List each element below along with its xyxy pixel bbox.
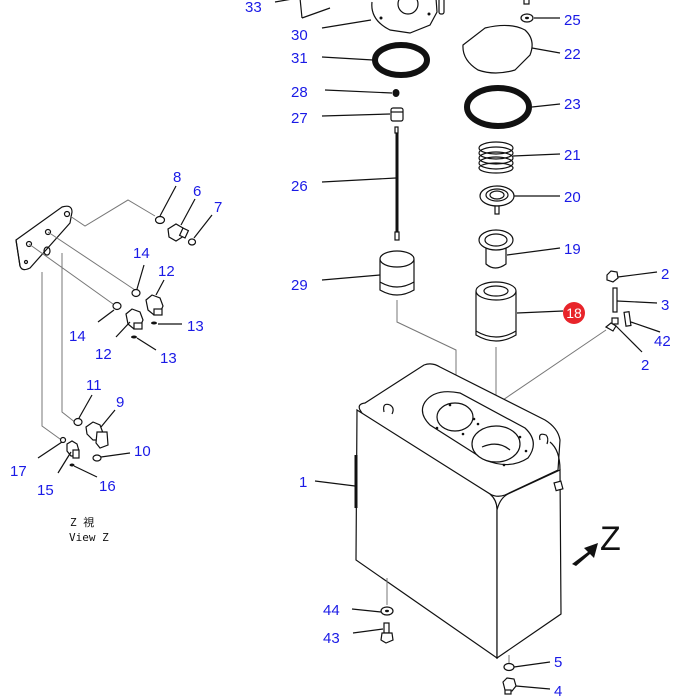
callout-27[interactable]: 27: [291, 110, 308, 127]
callout-30[interactable]: 30: [291, 27, 308, 44]
callout-18[interactable]: 18: [566, 305, 582, 321]
part-10-o-ring[interactable]: [92, 454, 102, 462]
part-43-bolt[interactable]: [380, 622, 394, 644]
part-13-plug-lower[interactable]: [131, 335, 137, 339]
part-14-o-ring-upper[interactable]: [131, 288, 141, 298]
callout-29[interactable]: 29: [291, 277, 308, 294]
callout-17[interactable]: 17: [10, 463, 27, 480]
callout-22[interactable]: 22: [564, 46, 581, 63]
part-8-o-ring[interactable]: [154, 215, 166, 225]
part-23-gasket[interactable]: [464, 85, 532, 129]
part-18-filter-element[interactable]: [475, 281, 517, 342]
part-3-hose[interactable]: [612, 287, 618, 313]
view-z-mounting-plate[interactable]: [15, 205, 73, 271]
part-15-elbow[interactable]: [66, 440, 80, 459]
part-27-cap[interactable]: [390, 107, 404, 122]
callout-15[interactable]: 15: [37, 482, 54, 499]
callout-4[interactable]: 4: [554, 683, 562, 700]
part-11-o-ring[interactable]: [73, 417, 83, 427]
callout-7[interactable]: 7: [214, 199, 222, 216]
callout-42[interactable]: 42: [654, 333, 671, 350]
callout-33[interactable]: 33: [245, 0, 262, 16]
part-5-o-ring[interactable]: [503, 662, 515, 672]
part-30-cover[interactable]: [299, 0, 445, 34]
callout-9[interactable]: 9: [116, 394, 124, 411]
callout-16[interactable]: 16: [99, 478, 116, 495]
callout-19[interactable]: 19: [564, 241, 581, 258]
callout-6[interactable]: 6: [193, 183, 201, 200]
callout-8[interactable]: 8: [173, 169, 181, 186]
callout-23[interactable]: 23: [564, 96, 581, 113]
part-21-spring[interactable]: [478, 141, 514, 174]
part-4-plug[interactable]: [502, 677, 517, 695]
part-17-o-ring[interactable]: [59, 436, 67, 444]
callout-10[interactable]: 10: [134, 443, 151, 460]
callout-44[interactable]: 44: [323, 602, 340, 619]
view-z-arrow: [572, 543, 598, 566]
part-42-label-plate[interactable]: [623, 310, 632, 327]
callout-25[interactable]: 25: [564, 12, 581, 29]
part-13-plug-upper[interactable]: [151, 321, 157, 325]
callout-26[interactable]: 26: [291, 178, 308, 195]
part-26-level-gauge-rod[interactable]: [394, 126, 400, 241]
view-z-label-en: View Z: [69, 531, 109, 544]
part-44-washer[interactable]: [380, 606, 394, 616]
callout-2-top[interactable]: 2: [661, 266, 669, 283]
callout-11[interactable]: 11: [86, 377, 102, 394]
callout-1[interactable]: 1: [299, 474, 307, 491]
part-22-cover-plate[interactable]: [462, 24, 533, 74]
part-19-strainer[interactable]: [478, 229, 514, 269]
part-6-adapter[interactable]: [167, 223, 190, 242]
part-20-valve[interactable]: [479, 185, 515, 215]
part-12-elbow-lower[interactable]: [125, 308, 144, 330]
part-29-breather[interactable]: [379, 250, 415, 296]
part-31-gasket[interactable]: [372, 42, 430, 78]
part-1-hydraulic-tank[interactable]: [354, 363, 564, 660]
part-14-o-ring-lower[interactable]: [112, 301, 122, 311]
part-2-fitting-top[interactable]: [606, 270, 619, 283]
callout-31[interactable]: 31: [291, 50, 308, 67]
view-z-arrow-label: Z: [600, 520, 621, 558]
callout-12-lower[interactable]: 12: [95, 346, 112, 363]
part-16-plug[interactable]: [69, 463, 75, 467]
callout-12-upper[interactable]: 12: [158, 263, 175, 280]
part-2-fitting-bottom[interactable]: [604, 317, 619, 332]
callout-3[interactable]: 3: [661, 297, 669, 314]
part-9-elbow[interactable]: [85, 421, 109, 449]
part-28-plug[interactable]: [392, 89, 400, 97]
part-12-elbow-upper[interactable]: [145, 294, 164, 316]
highlight-badge-18[interactable]: [563, 302, 585, 324]
part-25-washer[interactable]: [520, 0, 534, 23]
part-7-o-ring[interactable]: [187, 238, 197, 246]
callout-14-lower[interactable]: 14: [69, 328, 86, 345]
callout-20[interactable]: 20: [564, 189, 581, 206]
callout-21[interactable]: 21: [564, 147, 581, 164]
callout-43[interactable]: 43: [323, 630, 340, 647]
callout-5[interactable]: 5: [554, 654, 562, 671]
view-z-label-jp: Z 視: [70, 515, 94, 529]
callout-2-bottom[interactable]: 2: [641, 357, 649, 374]
callout-28[interactable]: 28: [291, 84, 308, 101]
callout-14-upper[interactable]: 14: [133, 245, 150, 262]
callout-13-lower[interactable]: 13: [160, 350, 177, 367]
callout-13-upper[interactable]: 13: [187, 318, 204, 335]
